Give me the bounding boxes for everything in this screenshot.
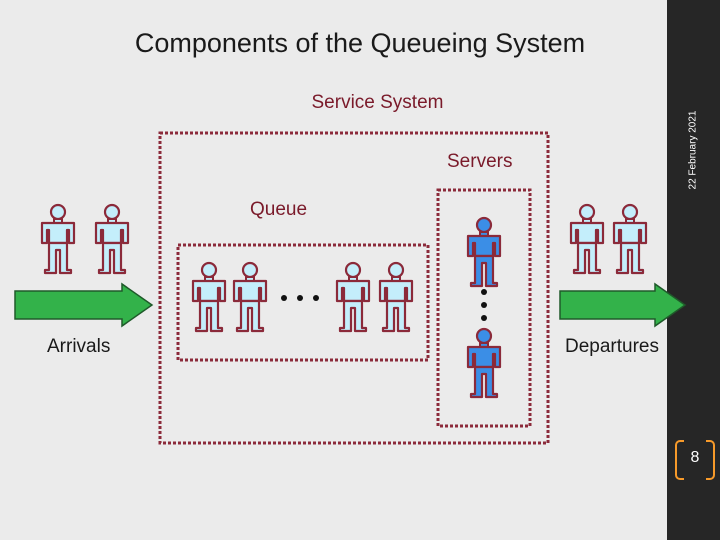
queue-ellipsis-dot: [297, 295, 303, 301]
arrivals-label: Arrivals: [47, 336, 111, 357]
queue-customer: [191, 261, 227, 333]
page-number: 8: [690, 449, 700, 466]
arriving-customer: [40, 203, 76, 275]
queue-customer: [335, 261, 371, 333]
servers-box: [436, 188, 532, 428]
server-ellipsis-dot: [481, 289, 487, 295]
queue-customer: [232, 261, 268, 333]
departures-label: Departures: [565, 336, 659, 357]
service-system-label: Service System: [311, 92, 444, 113]
page-number-badge: 8: [675, 440, 715, 480]
server-figure: [466, 327, 502, 399]
queue-customer: [378, 261, 414, 333]
queue-ellipsis-dot: [281, 295, 287, 301]
server-ellipsis-dot: [481, 302, 487, 308]
server-figure: [466, 216, 502, 288]
servers-label: Servers: [447, 151, 513, 172]
departure-arrow: [559, 282, 687, 328]
queue-box: [176, 243, 430, 362]
arrival-arrow: [14, 282, 154, 328]
slide-title: Components of the Queueing System: [134, 28, 586, 58]
server-ellipsis-dot: [481, 315, 487, 321]
queue-ellipsis-dot: [313, 295, 319, 301]
service-system-box: [158, 131, 550, 445]
departing-customer: [569, 203, 605, 275]
bracket-right: [706, 440, 715, 480]
queue-label: Queue: [250, 199, 308, 220]
bracket-left: [675, 440, 684, 480]
arriving-customer: [94, 203, 130, 275]
departing-customer: [612, 203, 648, 275]
